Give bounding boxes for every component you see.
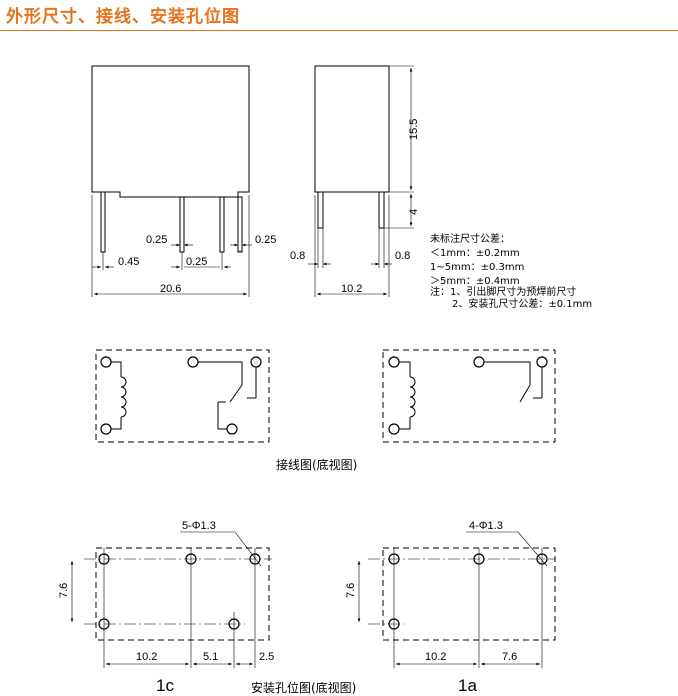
page-title: 外形尺寸、接线、安装孔位图 bbox=[6, 7, 240, 27]
side-dim-left: 0.8 bbox=[290, 250, 305, 262]
mounting-caption: 安装孔位图(底视图) bbox=[251, 680, 356, 695]
note-line: 2、安装孔尺寸公差：±0.1mm bbox=[452, 297, 592, 310]
mount-c-label: 1c bbox=[156, 676, 174, 695]
mount-c-d1: 10.2 bbox=[136, 651, 157, 663]
front-view bbox=[91, 65, 252, 297]
front-dim-3: 0.45 bbox=[118, 256, 139, 268]
front-dim-4: 0.25 bbox=[186, 256, 207, 268]
side-dim-height: 15.5 bbox=[408, 119, 420, 140]
front-dim-1: 0.25 bbox=[146, 234, 167, 246]
note-line: 注：1、引出脚尺寸为预焊前尺寸 bbox=[430, 285, 576, 298]
mounting-diagram-1a bbox=[357, 531, 556, 668]
side-dim-depth: 10.2 bbox=[341, 283, 362, 295]
mount-a-label: 1a bbox=[458, 676, 477, 695]
mount-c-height: 7.6 bbox=[58, 583, 70, 598]
mount-a-holes: 4-Φ1.3 bbox=[469, 520, 503, 532]
title-rule bbox=[0, 30, 678, 31]
mount-a-d2: 7.6 bbox=[502, 651, 517, 663]
side-view bbox=[308, 65, 414, 297]
mount-c-d3: 2.5 bbox=[259, 651, 274, 663]
side-dim-pin: 4 bbox=[408, 209, 420, 215]
note-line: ＞5mm：±0.4mm bbox=[430, 276, 520, 287]
mounting-diagram-1c bbox=[70, 531, 272, 668]
note-line: 1~5mm：±0.3mm bbox=[430, 262, 524, 273]
mount-a-height: 7.6 bbox=[345, 583, 357, 598]
wiring-diagram-1c bbox=[95, 349, 270, 443]
note-line: ＜1mm：±0.2mm bbox=[430, 248, 520, 259]
front-dim-2: 0.25 bbox=[255, 234, 276, 246]
front-dim-width: 20.6 bbox=[160, 283, 181, 295]
side-dim-right: 0.8 bbox=[395, 250, 410, 262]
tolerance-notes: 未标注尺寸公差： ＜1mm：±0.2mm 1~5mm：±0.3mm ＞5mm：±… bbox=[430, 232, 592, 310]
note-line: 未标注尺寸公差： bbox=[430, 232, 510, 245]
wiring-diagram-1a bbox=[382, 349, 556, 443]
mount-a-d1: 10.2 bbox=[425, 651, 446, 663]
wiring-caption: 接线图(底视图) bbox=[276, 457, 357, 472]
mount-c-d2: 5.1 bbox=[203, 651, 218, 663]
mount-c-holes: 5-Φ1.3 bbox=[182, 520, 216, 532]
